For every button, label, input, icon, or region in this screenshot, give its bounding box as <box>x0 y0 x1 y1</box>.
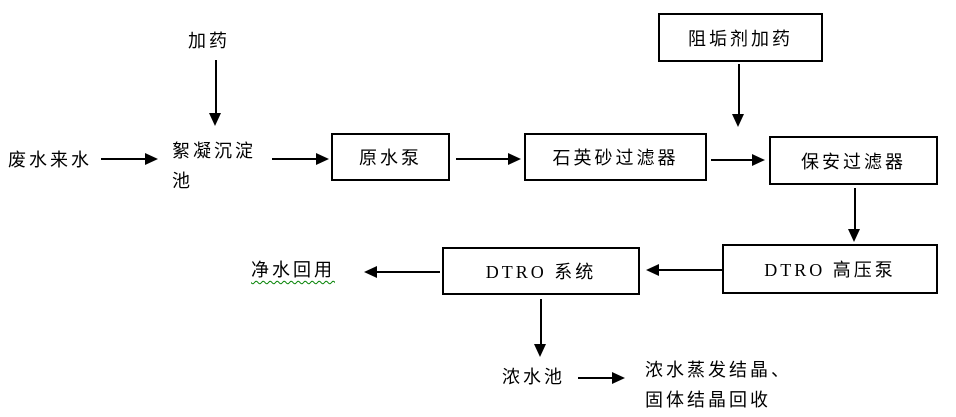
arrow-feed-to-floc-head-icon <box>145 153 158 165</box>
label-flocculation-tank-line2: 池 <box>172 171 193 191</box>
arrow-floc-to-pump-head-icon <box>316 153 329 165</box>
arrow-feed-to-floc-line <box>101 158 146 160</box>
arrow-pump-to-sandfilter-head-icon <box>508 153 521 165</box>
arrow-sandfilter-to-security-line <box>711 159 753 161</box>
label-flocculation-tank-line1: 絮凝沉淀 <box>172 141 256 161</box>
label-flocculation-tank: 絮凝沉淀 池 <box>172 136 282 196</box>
arrow-system-to-reuse-head-icon <box>364 266 377 278</box>
label-feed-water: 废水来水 <box>8 150 92 170</box>
label-concentrate-tank: 浓水池 <box>502 367 565 387</box>
arrow-system-to-reuse-line <box>376 271 440 273</box>
arrow-dosing-to-floc-line <box>215 60 217 115</box>
node-antiscalant-dosing-label: 阻垢剂加药 <box>688 28 793 49</box>
node-dtro-system: DTRO 系统 <box>442 247 640 295</box>
node-dtro-hp-pump: DTRO 高压泵 <box>722 244 938 294</box>
arrow-antiscalant-down-line <box>738 64 740 116</box>
label-concentrate-recovery-line2: 固体结晶回收 <box>645 390 771 410</box>
arrow-system-to-conctank-line <box>540 299 542 346</box>
node-security-filter: 保安过滤器 <box>769 136 938 185</box>
arrow-security-to-hppump-head-icon <box>848 229 860 242</box>
node-raw-water-pump-label: 原水泵 <box>359 148 422 168</box>
arrow-antiscalant-down-head-icon <box>732 114 744 127</box>
node-antiscalant-dosing: 阻垢剂加药 <box>658 13 823 62</box>
arrow-conctank-to-recovery-line <box>578 377 613 379</box>
arrow-pump-to-sandfilter-line <box>456 158 509 160</box>
arrow-dosing-to-floc-head-icon <box>209 113 221 126</box>
node-quartz-sand-filter: 石英砂过滤器 <box>524 133 707 181</box>
arrow-hppump-to-system-head-icon <box>646 264 659 276</box>
label-dosing: 加药 <box>188 31 230 51</box>
label-concentrate-recovery-line1: 浓水蒸发结晶、 <box>645 360 792 380</box>
node-quartz-sand-filter-label: 石英砂过滤器 <box>552 148 679 168</box>
arrow-sandfilter-to-security-head-icon <box>752 154 765 166</box>
arrow-conctank-to-recovery-head-icon <box>612 372 625 384</box>
arrow-floc-to-pump-line <box>272 158 317 160</box>
node-dtro-system-label: DTRO 系统 <box>485 262 597 282</box>
label-concentrate-recovery: 浓水蒸发结晶、 固体结晶回收 <box>645 355 825 415</box>
node-dtro-hp-pump-label: DTRO 高压泵 <box>764 260 896 280</box>
arrow-system-to-conctank-head-icon <box>534 344 546 357</box>
arrow-hppump-to-system-line <box>658 269 722 271</box>
node-raw-water-pump: 原水泵 <box>331 133 450 181</box>
node-security-filter-label: 保安过滤器 <box>801 151 906 172</box>
arrow-security-to-hppump-line <box>854 188 856 231</box>
label-clean-water-reuse: 净水回用 <box>251 260 335 280</box>
